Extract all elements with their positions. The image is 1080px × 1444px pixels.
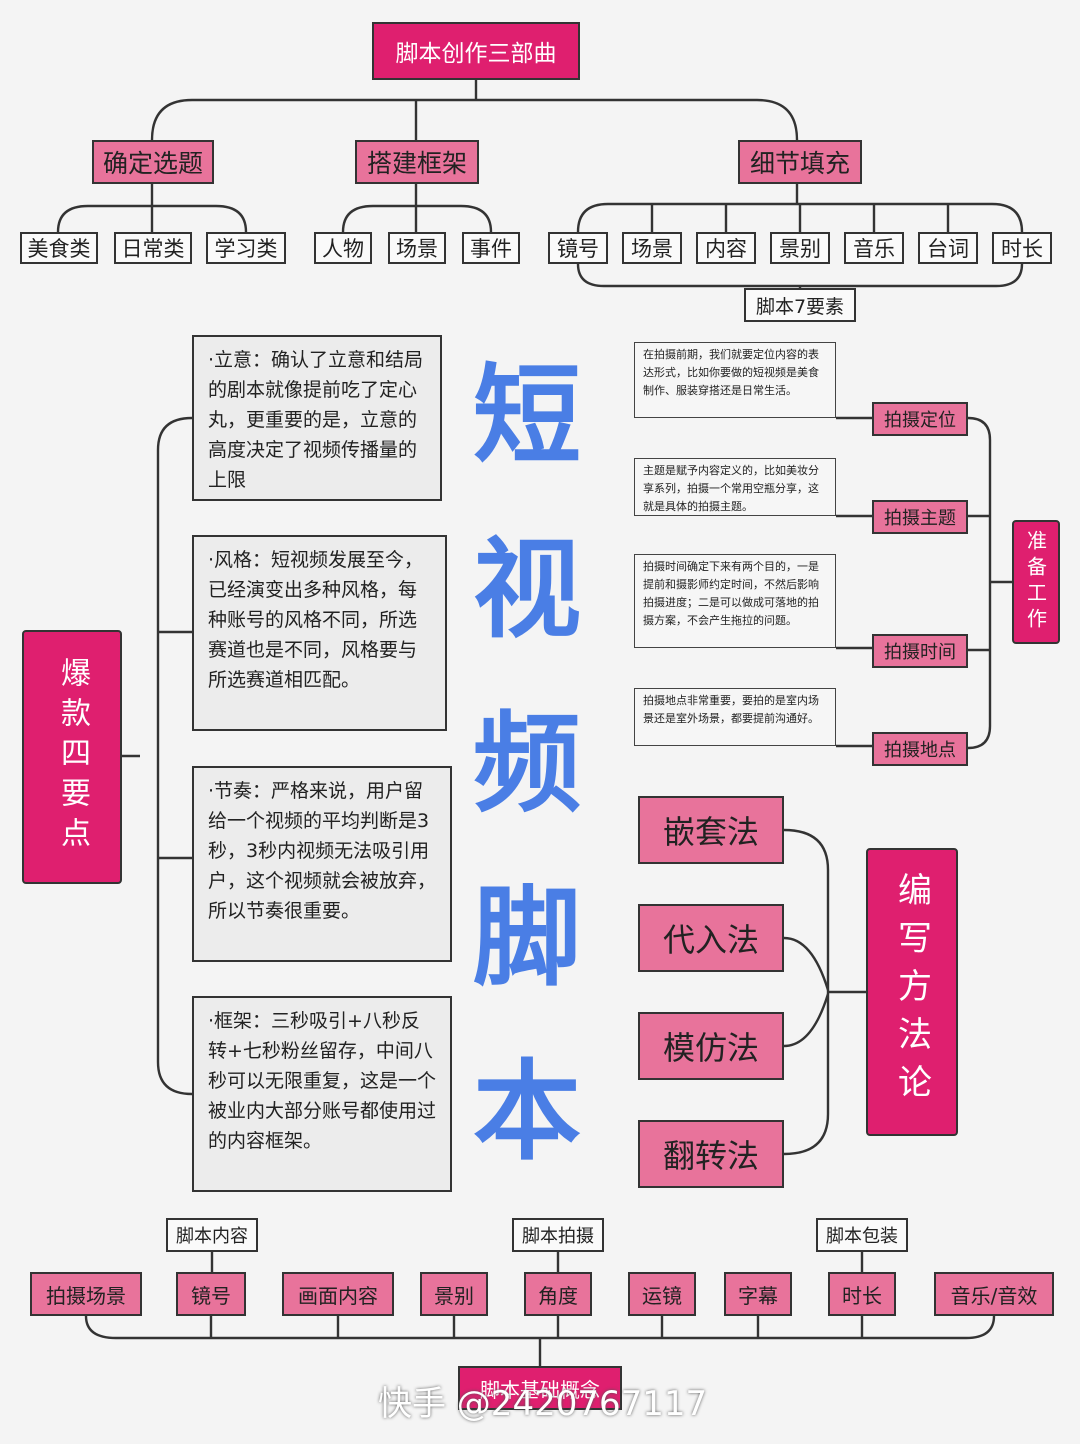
note-framework: ·框架：三秒吸引+八秒反转+七秒粉丝留存，中间八秒可以无限重复，这是一个被业内大… (192, 996, 452, 1192)
seven-elements-label: 脚本7要素 (744, 288, 856, 322)
detail-music: 音乐 (844, 232, 904, 264)
detail-content: 内容 (696, 232, 756, 264)
prep-location: 拍摄地点 (872, 732, 968, 766)
basic-duration: 时长 (828, 1272, 896, 1316)
main-title-char: 短 (472, 354, 581, 479)
script-trilogy-title: 脚本创作三部曲 (372, 22, 580, 80)
detail-shot-size: 景别 (770, 232, 830, 264)
basic-angle: 角度 (524, 1272, 592, 1316)
script-basic-concept: 脚本基础概念 (458, 1366, 622, 1410)
detail-scene: 场景 (622, 232, 682, 264)
prep-theme: 拍摄主题 (872, 500, 968, 534)
method-imitation: 模仿法 (638, 1012, 784, 1080)
basic-music-sfx: 音乐/音效 (934, 1272, 1054, 1316)
method-immersion: 代入法 (638, 904, 784, 972)
group-script-content: 脚本内容 (166, 1218, 258, 1252)
framework-event: 事件 (462, 232, 520, 264)
detail-duration: 时长 (992, 232, 1052, 264)
detail-shot-number: 镜号 (548, 232, 608, 264)
basic-frame-content: 画面内容 (282, 1272, 394, 1316)
main-title-char: 本 (472, 1050, 581, 1175)
prep-time: 拍摄时间 (872, 634, 968, 668)
main-title: 短 视 频 脚 本 (462, 330, 592, 1200)
main-title-char: 脚 (472, 876, 581, 1001)
topic-study: 学习类 (206, 232, 286, 264)
prep-work-title: 准备工作 (1012, 520, 1060, 644)
topic-daily: 日常类 (114, 232, 192, 264)
watermark: 快手 @2420767117 (378, 1384, 708, 1424)
group-script-packaging: 脚本包装 (816, 1218, 908, 1252)
prep-desc-location: 拍摄地点非常重要，要拍的是室内场景还是室外场景，都要提前沟通好。 (634, 688, 836, 746)
note-style: ·风格：短视频发展至今，已经演变出多种风格，每种账号的风格不同，所选赛道也是不同… (192, 535, 447, 731)
note-rhythm: ·节奏：严格来说，用户留给一个视频的平均判断是3秒，3秒内视频无法吸引用户，这个… (192, 766, 452, 962)
main-title-char: 视 (472, 528, 581, 653)
detail-lines: 台词 (918, 232, 978, 264)
method-reversal: 翻转法 (638, 1120, 784, 1188)
basic-shot-size: 景别 (420, 1272, 488, 1316)
topic-food: 美食类 (20, 232, 98, 264)
basic-subtitles: 字幕 (724, 1272, 792, 1316)
branch-detail: 细节填充 (738, 140, 862, 184)
framework-character: 人物 (314, 232, 372, 264)
basic-shot-number: 镜号 (176, 1272, 246, 1316)
framework-scene: 场景 (388, 232, 446, 264)
basic-shooting-scene: 拍摄场景 (30, 1272, 142, 1316)
prep-desc-positioning: 在拍摄前期，我们就要定位内容的表达形式，比如你要做的短视频是美食制作、服装穿搭还… (634, 342, 836, 418)
prep-positioning: 拍摄定位 (872, 402, 968, 436)
basic-camera-move: 运镜 (628, 1272, 696, 1316)
prep-desc-time: 拍摄时间确定下来有两个目的，一是提前和摄影师约定时间，不然后影响拍摄进度；二是可… (634, 554, 836, 648)
note-intent: ·立意：确认了立意和结局的剧本就像提前吃了定心丸，更重要的是，立意的高度决定了视… (192, 335, 442, 501)
prep-desc-theme: 主题是赋予内容定义的，比如美妆分享系列，拍摄一个常用空瓶分享，这就是具体的拍摄主… (634, 458, 836, 516)
method-nesting: 嵌套法 (638, 796, 784, 864)
main-title-char: 频 (472, 702, 581, 827)
group-script-shooting: 脚本拍摄 (512, 1218, 604, 1252)
branch-framework: 搭建框架 (355, 140, 479, 184)
four-points-title: 爆款四要点 (22, 630, 122, 884)
writing-methodology-title: 编写方法论 (866, 848, 958, 1136)
branch-topic: 确定选题 (92, 140, 214, 184)
